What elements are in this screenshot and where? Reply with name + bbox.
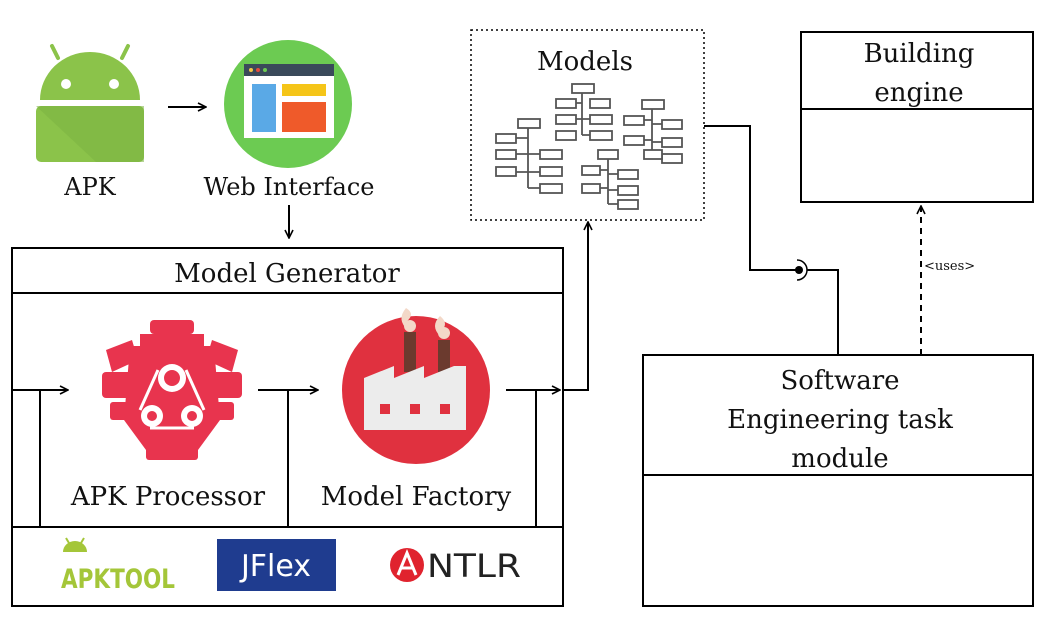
models-to-interface-line (704, 125, 798, 271)
model-generator-label: Model Generator (174, 259, 400, 289)
factory-icon (342, 308, 490, 464)
apktool-logo: APKTOOL (61, 537, 175, 595)
se-task-module-box (642, 354, 1034, 607)
antlr-text: NTLR (427, 547, 521, 585)
jflex-text: JFlex (239, 549, 311, 584)
web-interface-label: Web Interface (204, 173, 375, 201)
browser-window-icon (224, 40, 352, 168)
building-engine-label-2: engine (874, 78, 963, 108)
model-factory-label: Model Factory (321, 482, 512, 512)
interface-ball (795, 266, 803, 274)
building-engine-label-1: Building (864, 39, 975, 69)
jflex-logo: JFlex (217, 539, 336, 591)
se-task-module-label-1: Software (780, 366, 899, 396)
generator-to-models-arrow (563, 222, 588, 391)
android-icon (36, 44, 144, 162)
tree-diagram-icon (495, 83, 683, 210)
models-label: Models (537, 47, 633, 77)
apktool-text: APKTOOL (61, 564, 175, 595)
engine-icon (102, 320, 242, 460)
socket-to-module-line (807, 269, 839, 355)
antlr-logo: NTLR (390, 547, 521, 585)
uses-label: <uses> (924, 259, 975, 274)
se-task-module-label-2: Engineering task (727, 405, 953, 435)
apk-label: APK (63, 173, 116, 201)
model-generator-box (11, 247, 564, 607)
apk-processor-label: APK Processor (70, 482, 266, 512)
se-task-module-label-3: module (791, 444, 888, 474)
models-box (470, 29, 705, 221)
building-engine-box (800, 31, 1034, 203)
